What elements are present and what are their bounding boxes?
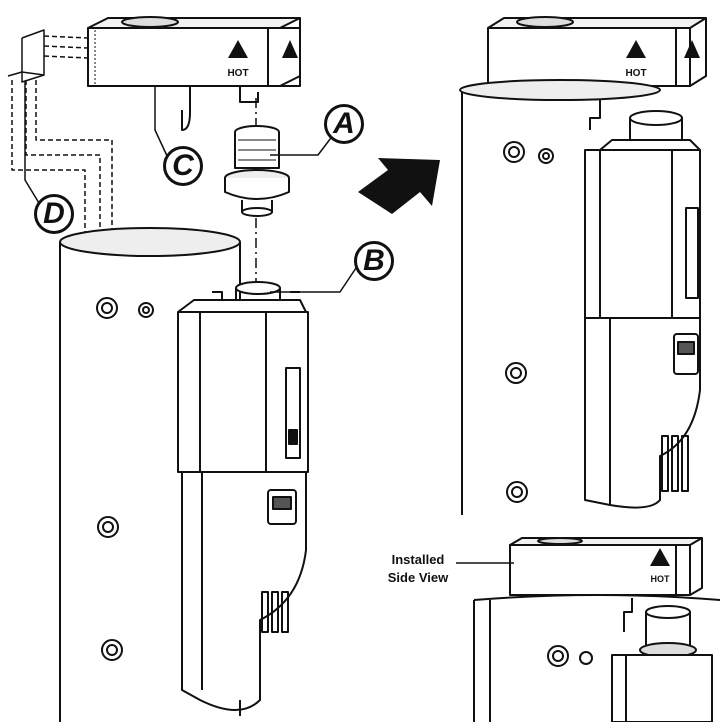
svg-text:HOT: HOT	[651, 574, 671, 584]
callout-b: B	[354, 241, 394, 281]
installed-heater-unit	[584, 110, 701, 509]
vent-adapter-a	[224, 125, 290, 217]
brand-logo-right: HOT	[625, 40, 700, 79]
callout-a: A	[324, 104, 364, 144]
installed-tank	[459, 79, 661, 515]
side-view-label-line1: Installed	[391, 552, 445, 567]
leader-line-d	[24, 82, 43, 209]
direction-arrow	[358, 158, 440, 214]
leader-line-b	[270, 261, 361, 293]
vent-hood-c	[87, 16, 301, 131]
heater-unit	[177, 281, 309, 716]
callout-d: D	[34, 194, 74, 234]
installed-vent-hood	[487, 16, 707, 130]
brand-logo-left: HOT	[227, 40, 298, 79]
callout-c: C	[163, 146, 203, 186]
wall-bracket-d	[7, 29, 113, 235]
side-view-label: Installed Side View	[368, 551, 468, 587]
brand-logo-side: HOT	[650, 548, 670, 584]
svg-text:HOT: HOT	[625, 68, 646, 79]
svg-text:HOT: HOT	[227, 68, 248, 79]
leader-line-c	[154, 86, 169, 159]
side-view-label-line2: Side View	[387, 570, 449, 585]
side-view-illustration	[456, 537, 720, 722]
